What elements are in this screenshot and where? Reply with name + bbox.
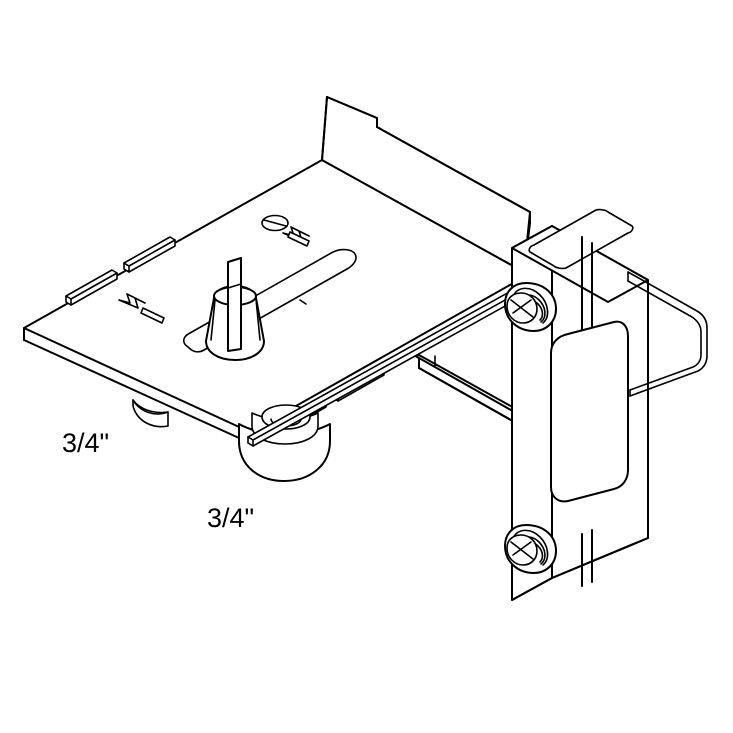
support-shelf xyxy=(413,354,526,429)
arrow-marker-left xyxy=(118,293,165,324)
post-plate xyxy=(550,320,629,503)
pilot-hole xyxy=(261,214,289,232)
arrow-marker-rear xyxy=(282,226,310,247)
knob-upper xyxy=(504,282,557,332)
knob-lower xyxy=(504,524,557,574)
foot-left xyxy=(132,399,169,428)
dimension-label-left-edge: 3/4" xyxy=(62,428,110,458)
dimension-label-front-edge: 3/4" xyxy=(207,503,255,533)
wire-bracket xyxy=(434,271,708,397)
adjust-knob xyxy=(205,257,265,361)
